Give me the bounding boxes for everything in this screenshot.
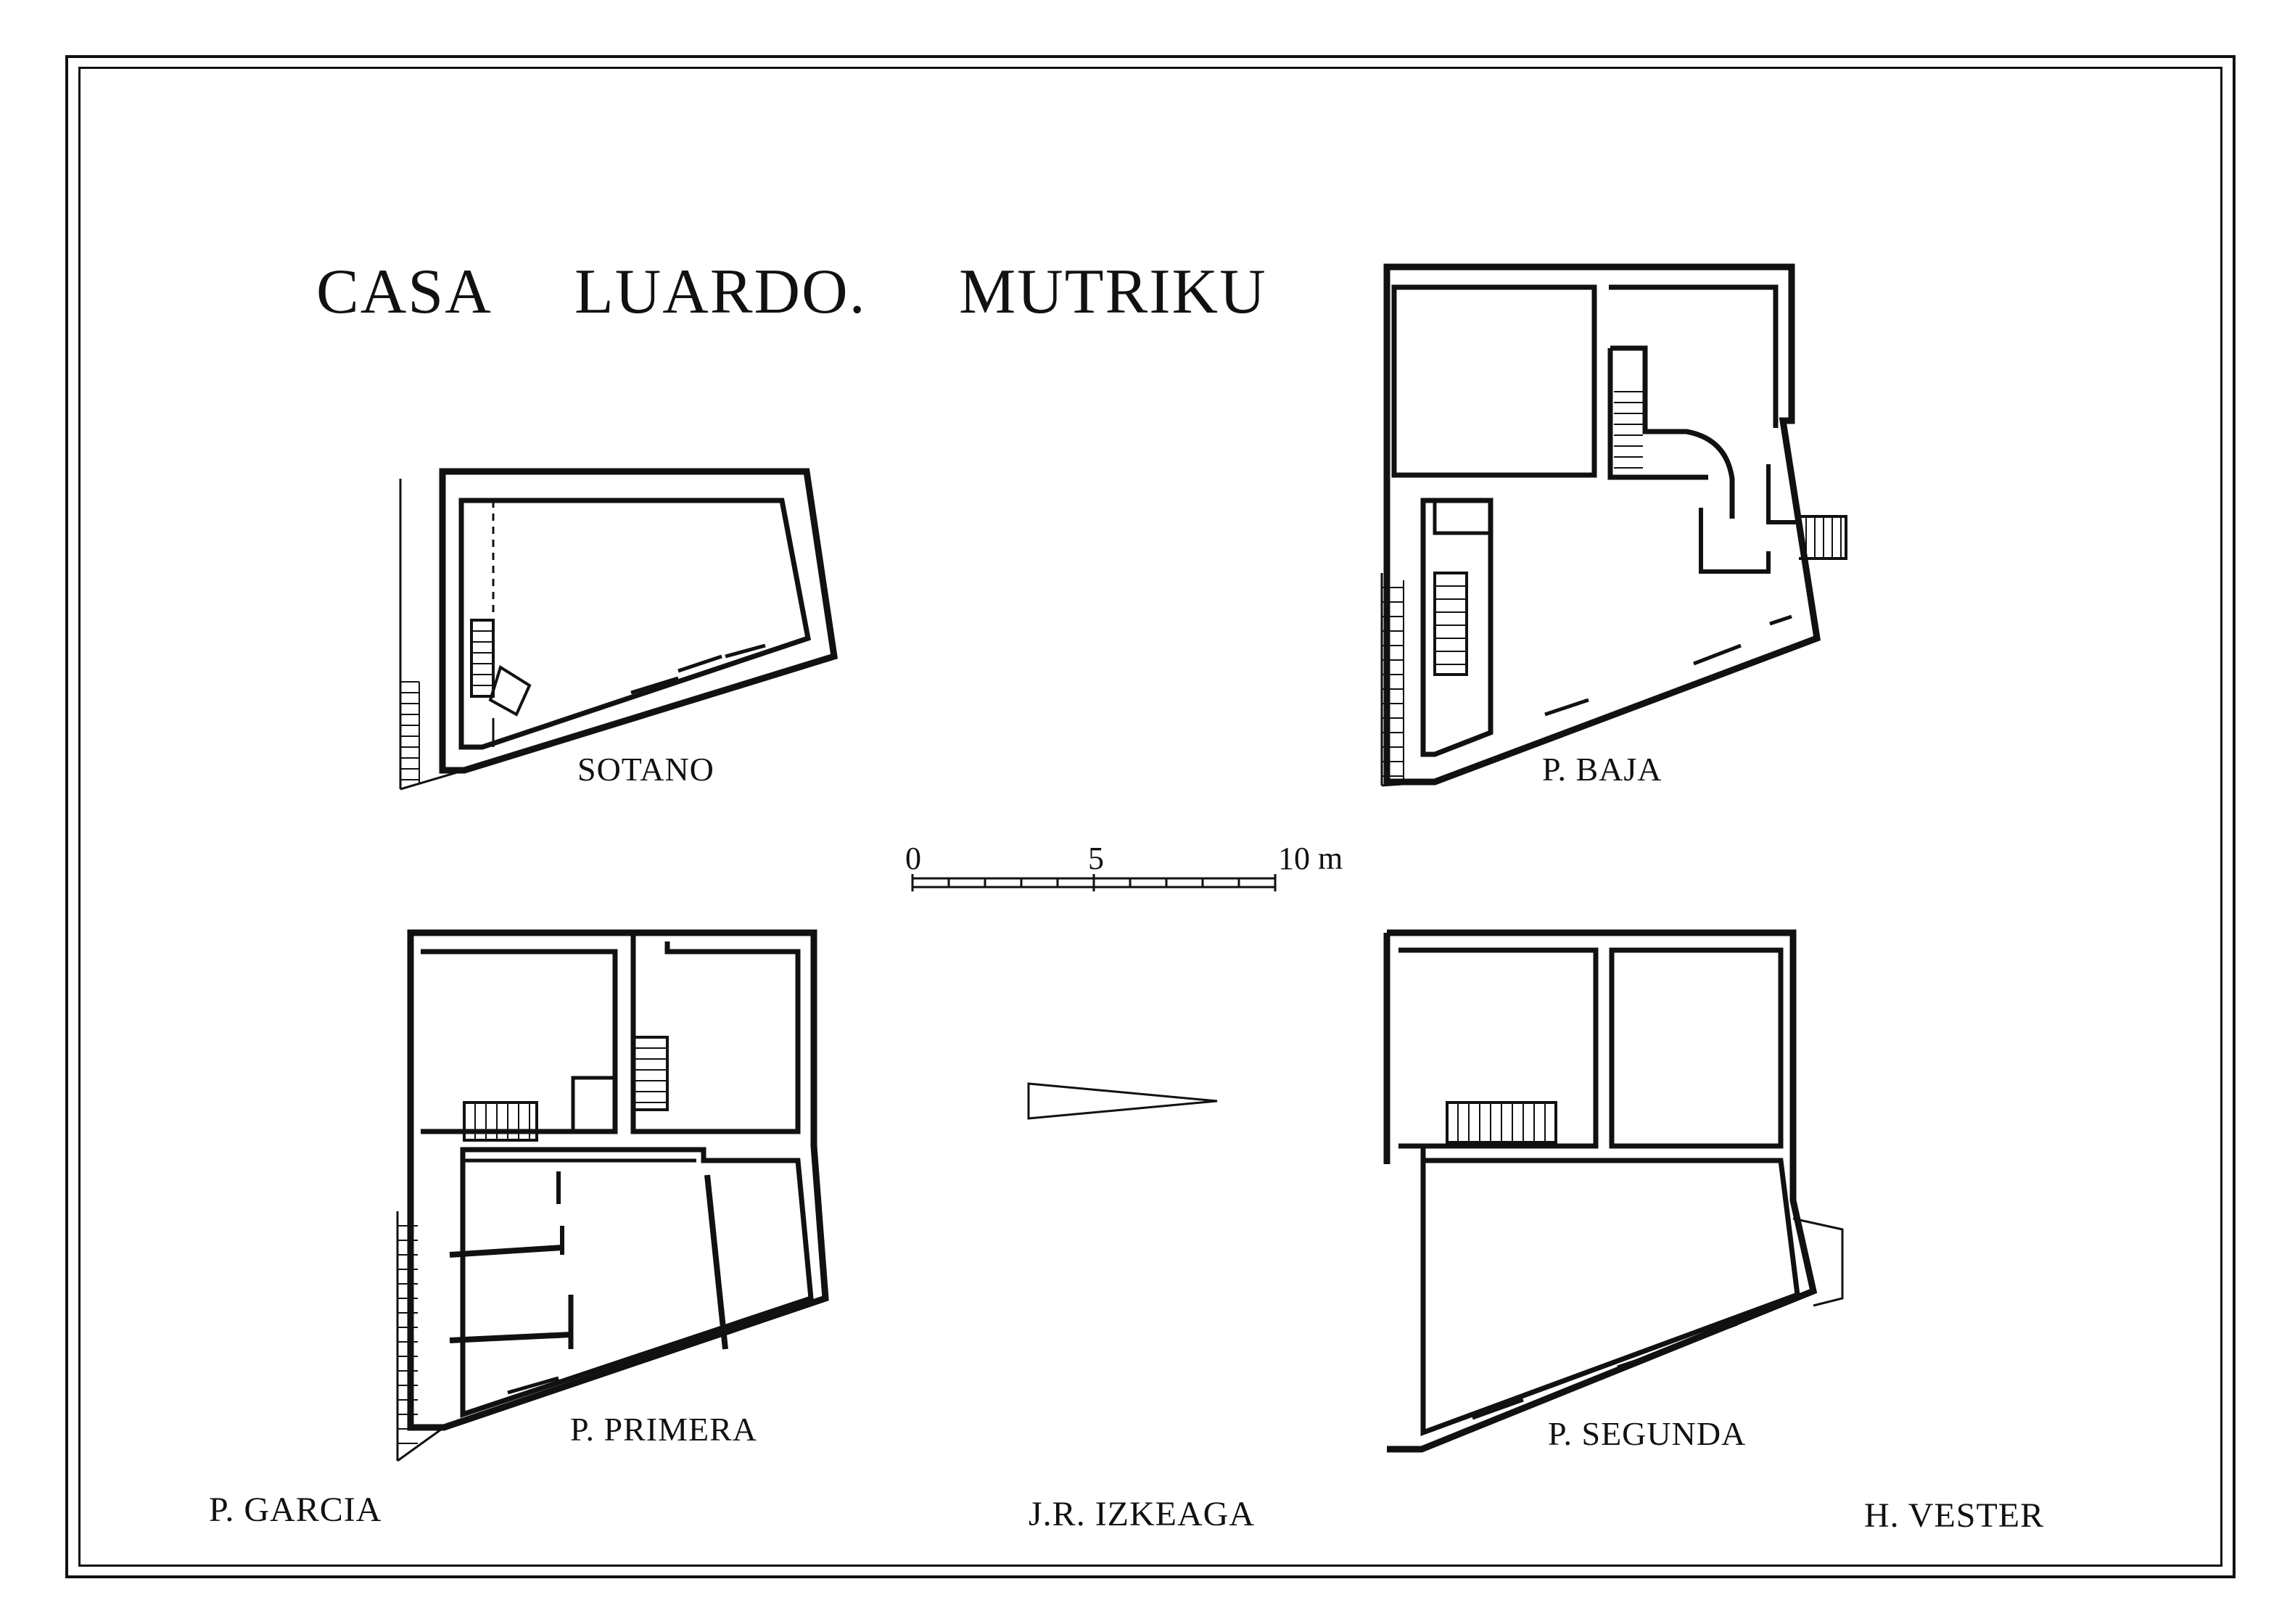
label-p-segunda: P. SEGUNDA — [1548, 1415, 1747, 1452]
label-sotano: SOTANO — [577, 751, 714, 788]
scale-label-5: 5 — [1088, 841, 1104, 876]
credit-right: H. VESTER — [1864, 1496, 2045, 1535]
north-arrow-icon — [1027, 1082, 1218, 1120]
scale-bar — [911, 874, 1277, 891]
plan-sotano — [399, 468, 839, 791]
plan-primera — [396, 929, 829, 1462]
plan-segunda — [1383, 929, 1844, 1453]
credit-center: J.R. IZKEAGA — [1029, 1495, 1255, 1533]
title-luardo: LUARDO. — [574, 257, 867, 327]
label-p-primera: P. PRIMERA — [570, 1411, 757, 1448]
label-p-baja: P. BAJA — [1542, 751, 1662, 788]
scale-label-0: 0 — [905, 841, 921, 876]
plan-baja — [1380, 263, 1847, 787]
title-mutriku: MUTRIKU — [959, 257, 1267, 327]
sheet-border-inner — [78, 67, 2222, 1567]
credit-left: P. GARCIA — [209, 1491, 382, 1529]
sheet-border-outer — [65, 55, 2236, 1578]
title-casa: CASA — [316, 257, 493, 327]
scale-label-10m: 10 m — [1278, 841, 1343, 876]
